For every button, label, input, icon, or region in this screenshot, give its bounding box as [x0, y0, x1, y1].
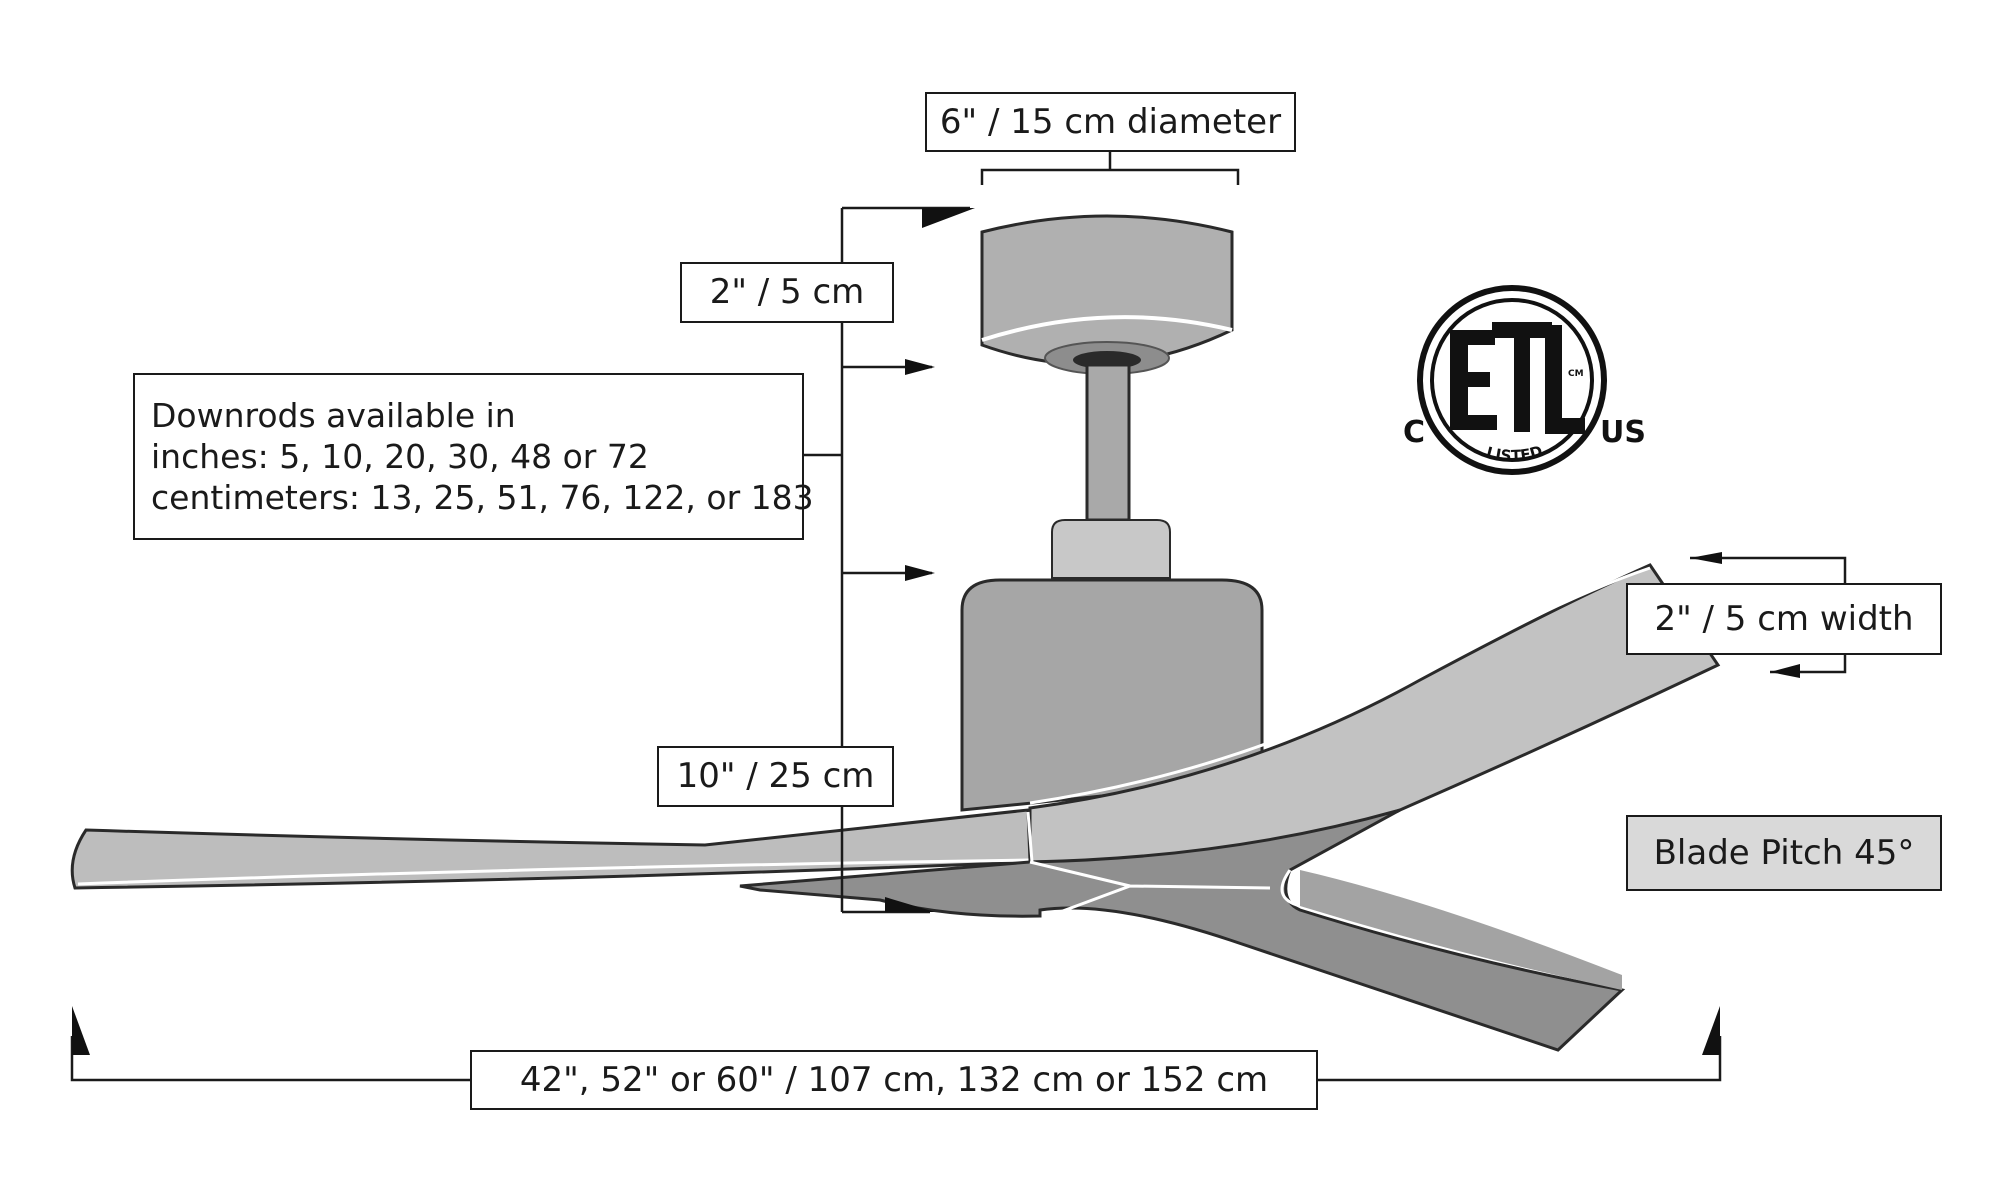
- arrow-span-left: [72, 1006, 90, 1055]
- blade-right: [739, 808, 1626, 1052]
- downrods-line-2: inches: 5, 10, 20, 30, 48 or 72: [151, 437, 649, 476]
- canopy-diameter-label: 6" / 15 cm diameter: [925, 92, 1296, 152]
- blade-pitch-label: Blade Pitch 45°: [1626, 815, 1942, 891]
- arrow-canopy: [905, 359, 935, 375]
- blade-left-edge: [77, 858, 1031, 886]
- downrods-info-box: Downrods available in inches: 5, 10, 20,…: [133, 373, 814, 540]
- etl-listed-mark: CM LISTED: [1417, 285, 1607, 475]
- etl-listed-text: LISTED: [1484, 442, 1544, 465]
- blade-span-label: 42", 52" or 60" / 107 cm, 132 cm or 152 …: [470, 1050, 1318, 1110]
- motor-height-label: 10" / 25 cm: [657, 746, 894, 807]
- cert-c-letter: C: [1403, 415, 1426, 450]
- canopy-height-label: 2" / 5 cm: [680, 262, 894, 323]
- arrow-span-right: [1702, 1006, 1720, 1055]
- arrow-width-bottom: [1770, 664, 1800, 678]
- canopy-rim: [981, 315, 1233, 342]
- etl-cm-text: CM: [1568, 369, 1584, 379]
- downrod: [1085, 363, 1131, 522]
- blade-left: [70, 808, 1032, 890]
- arrow-width-top: [1690, 552, 1722, 564]
- downrods-line-3: centimeters: 13, 25, 51, 76, 122, or 183: [151, 478, 814, 517]
- arrow-bottom: [885, 897, 935, 912]
- blade-right-tip: [1300, 870, 1622, 990]
- blade-width-label: 2" / 5 cm width: [1626, 583, 1942, 655]
- cert-us-letter: US: [1600, 415, 1646, 450]
- arrow-coupler: [905, 565, 935, 581]
- downrod-coupler: [1051, 519, 1171, 579]
- blade-seam: [1026, 811, 1271, 920]
- downrods-line-1: Downrods available in: [151, 396, 516, 435]
- blade-rear-edge: [1029, 566, 1651, 805]
- arrow-top: [922, 208, 975, 228]
- fan-illustration: [70, 214, 1721, 1052]
- motor-housing: [960, 578, 1264, 812]
- etl-listed-path: LISTED: [1484, 442, 1544, 465]
- dimension-arrows: [72, 208, 1800, 1055]
- diameter-bracket: [980, 152, 1240, 185]
